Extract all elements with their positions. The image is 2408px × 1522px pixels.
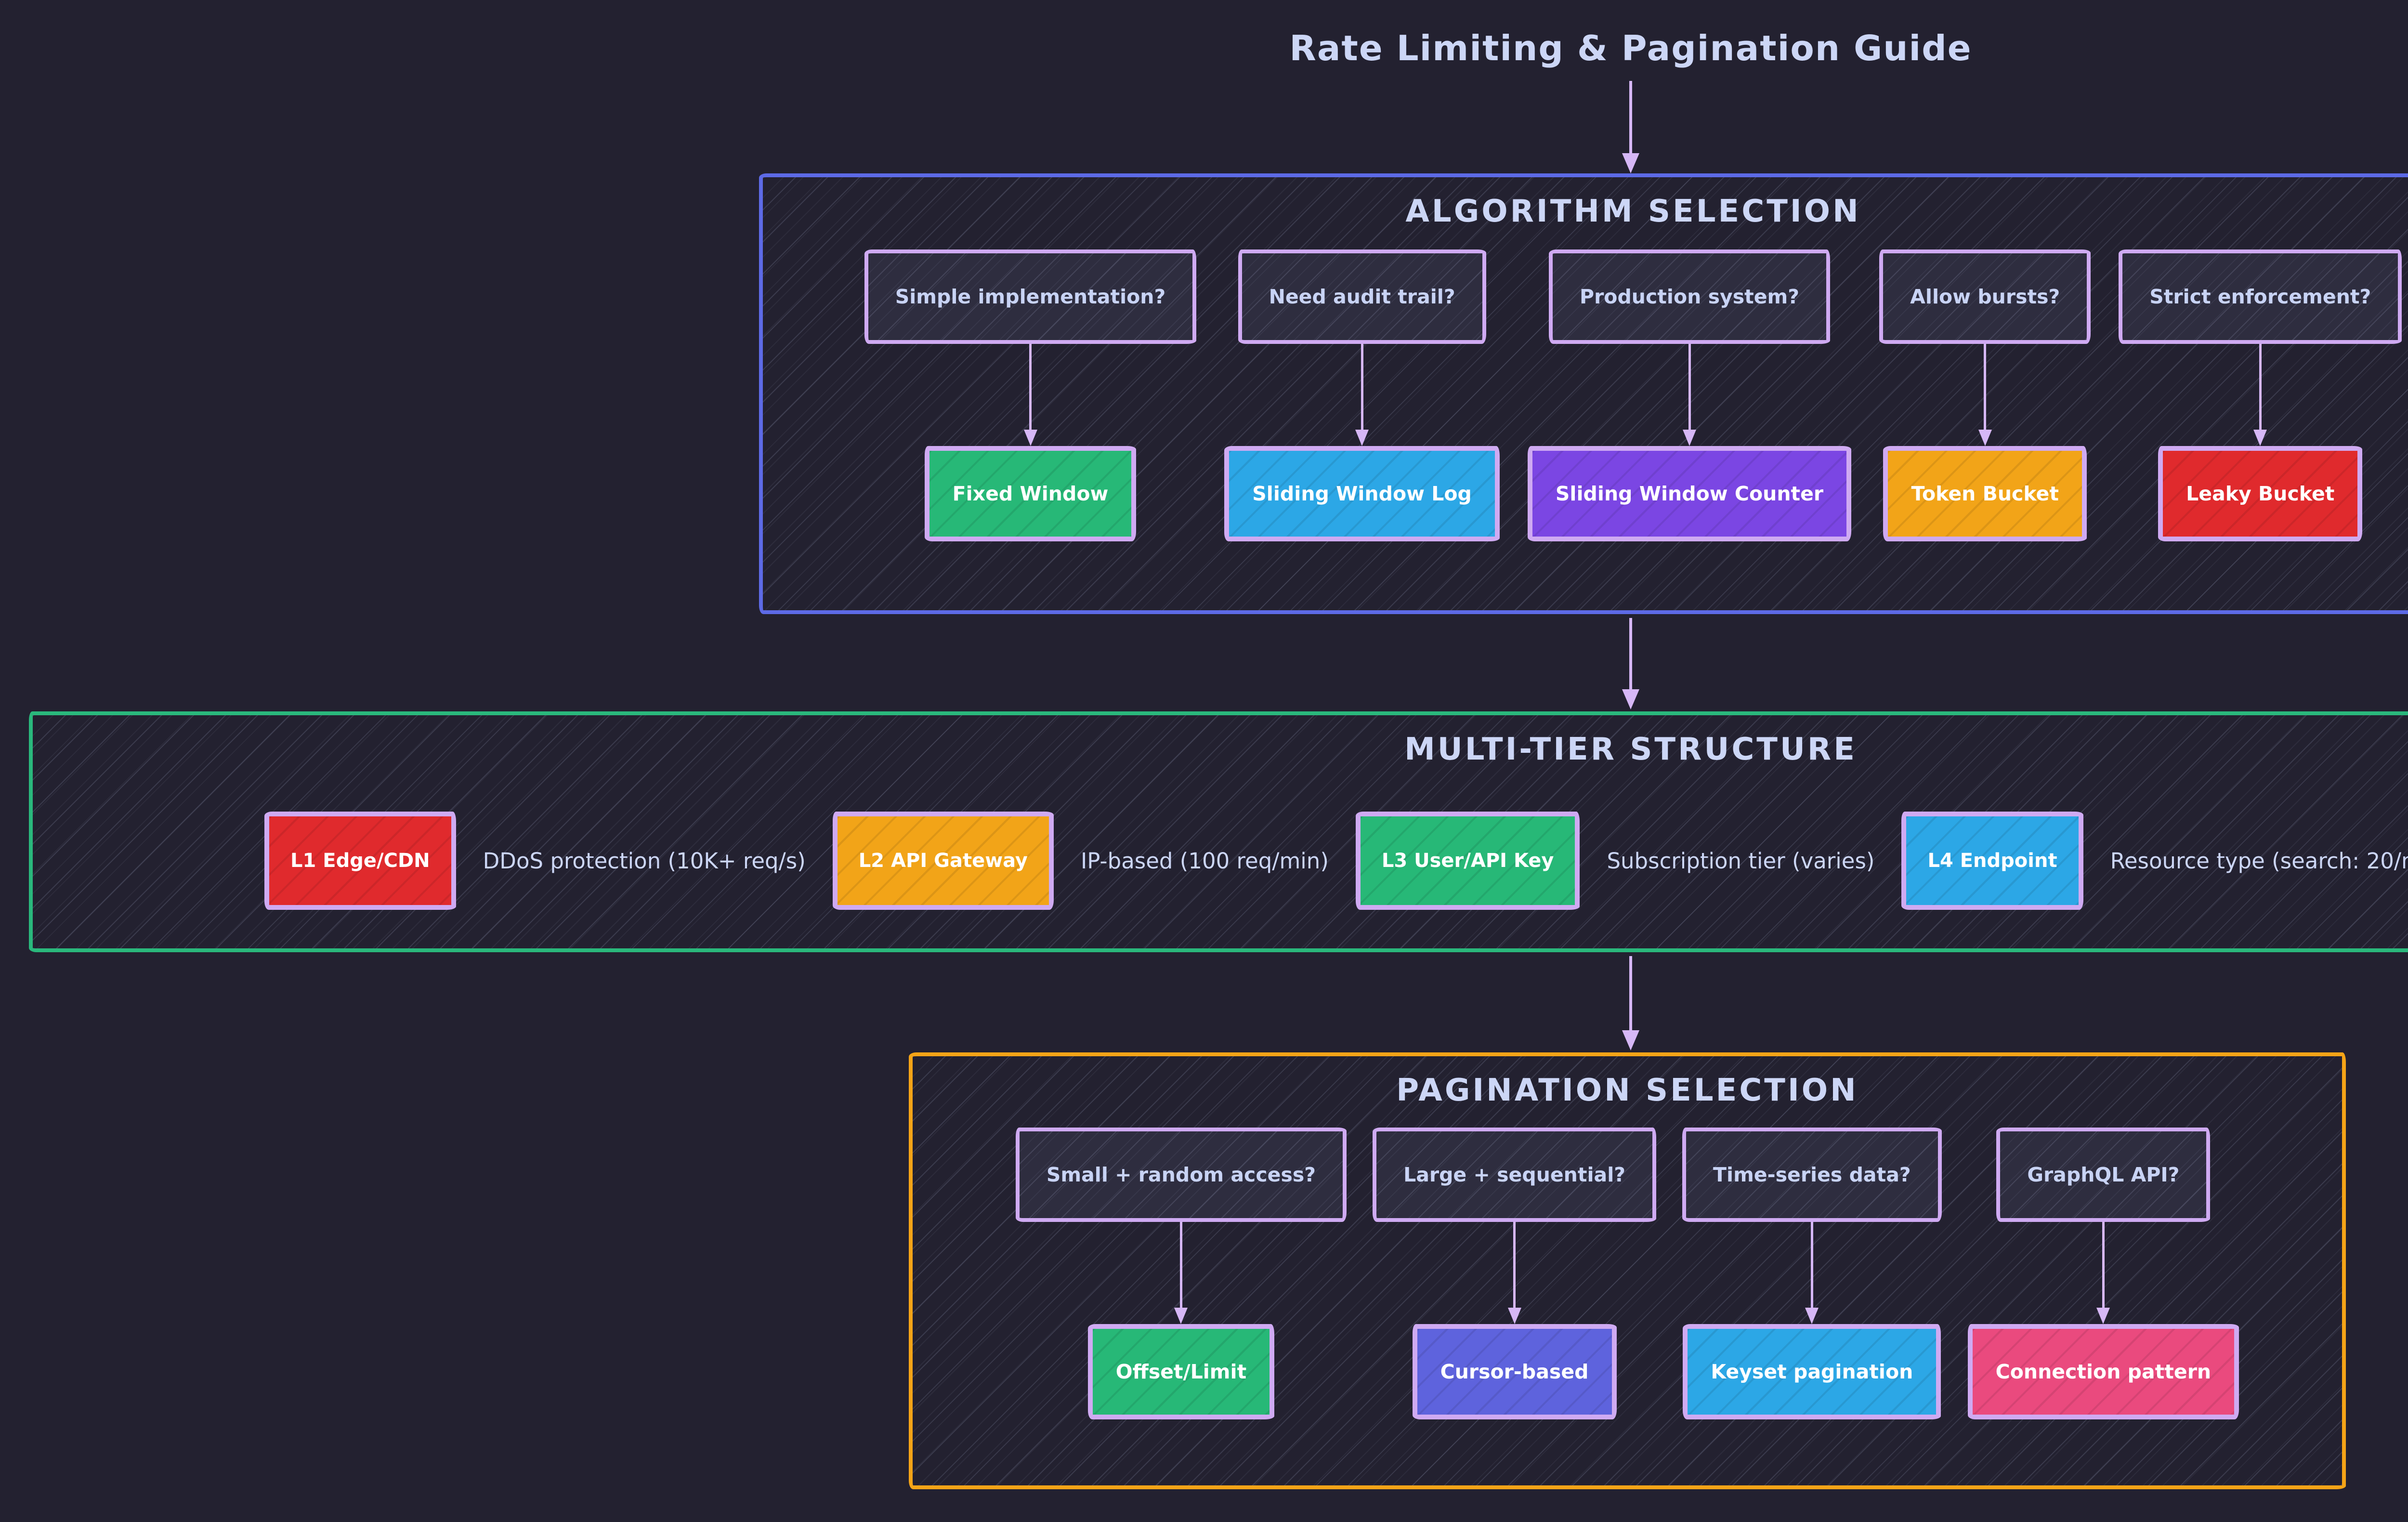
page-title: Rate Limiting & Pagination Guide — [1289, 28, 1972, 68]
arrow-head-icon — [1622, 689, 1639, 709]
arrow-line — [1029, 344, 1032, 430]
pagination-pair: Small + random access? Offset/Limit — [1015, 1128, 1347, 1419]
down-arrow — [1174, 1222, 1188, 1324]
answer-node: Sliding Window Counter — [1527, 446, 1852, 541]
down-arrow — [1622, 81, 1639, 173]
down-arrow — [1805, 1222, 1819, 1324]
pagination-selection-header: PAGINATION SELECTION — [1396, 1073, 1858, 1108]
arrow-line — [1688, 344, 1691, 430]
question-node: Large + sequential? — [1373, 1128, 1657, 1222]
down-arrow — [1355, 344, 1369, 446]
algorithm-pair: Production system? Sliding Window Counte… — [1527, 249, 1852, 541]
answer-node: Connection pattern — [1967, 1324, 2239, 1419]
question-node: Simple implementation? — [864, 249, 1197, 344]
algorithm-selection-box: ALGORITHM SELECTION Simple implementatio… — [759, 173, 2408, 614]
algorithm-pair: Need audit trail? Sliding Window Log — [1224, 249, 1500, 541]
down-arrow — [1978, 344, 1992, 446]
down-arrow — [2253, 344, 2267, 446]
pagination-selection-box: PAGINATION SELECTION Small + random acce… — [909, 1052, 2346, 1489]
question-node: Time-series data? — [1682, 1128, 1942, 1222]
arrow-head-icon — [2253, 430, 2267, 446]
pagination-pair: Large + sequential? Cursor-based — [1373, 1128, 1657, 1419]
arrow-line — [1513, 1222, 1516, 1308]
tier-node: L3 User/API Key — [1355, 812, 1580, 910]
answer-node: Offset/Limit — [1087, 1324, 1275, 1419]
algorithm-pair: Allow bursts? Token Bucket — [1879, 249, 2091, 541]
question-node: Strict enforcement? — [2119, 249, 2402, 344]
question-node: GraphQL API? — [1996, 1128, 2211, 1222]
answer-node: Sliding Window Log — [1224, 446, 1500, 541]
arrow-line — [2259, 344, 2262, 430]
tier-description: DDoS protection (10K+ req/s) — [483, 848, 806, 874]
multi-tier-structure-box: MULTI-TIER STRUCTURE L1 Edge/CDN DDoS pr… — [29, 711, 2408, 952]
down-arrow — [1622, 618, 1639, 709]
arrow-head-icon — [1622, 153, 1639, 173]
arrow-line — [1629, 956, 1632, 1030]
answer-node: Cursor-based — [1412, 1324, 1617, 1419]
question-node: Need audit trail? — [1238, 249, 1486, 344]
arrow-head-icon — [1174, 1308, 1188, 1324]
arrow-line — [1361, 344, 1363, 430]
question-node: Small + random access? — [1015, 1128, 1347, 1222]
arrow-head-icon — [1805, 1308, 1819, 1324]
question-node: Allow bursts? — [1879, 249, 2091, 344]
arrow-line — [1810, 1222, 1813, 1308]
multi-tier-structure-header: MULTI-TIER STRUCTURE — [1404, 732, 1857, 767]
tier-description: IP-based (100 req/min) — [1081, 848, 1329, 874]
tier-node: L1 Edge/CDN — [264, 812, 456, 910]
answer-node: Fixed Window — [924, 446, 1137, 541]
algorithm-selection-header: ALGORITHM SELECTION — [1405, 194, 1861, 229]
down-arrow — [1622, 956, 1639, 1050]
arrow-head-icon — [1978, 430, 1992, 446]
pagination-pair: Time-series data? Keyset pagination — [1682, 1128, 1942, 1419]
question-node: Production system? — [1549, 249, 1831, 344]
arrow-head-icon — [1507, 1308, 1521, 1324]
tier-node: L2 API Gateway — [832, 812, 1054, 910]
answer-node: Keyset pagination — [1683, 1324, 1941, 1419]
algorithm-pair: Simple implementation? Fixed Window — [864, 249, 1197, 541]
arrow-head-icon — [2096, 1308, 2110, 1324]
answer-node: Token Bucket — [1883, 446, 2087, 541]
tier-description: Subscription tier (varies) — [1607, 848, 1875, 874]
answer-node: Leaky Bucket — [2158, 446, 2363, 541]
arrow-head-icon — [1683, 430, 1697, 446]
tier-description: Resource type (search: 20/min) — [2110, 848, 2408, 874]
down-arrow — [1683, 344, 1697, 446]
arrow-head-icon — [1622, 1030, 1639, 1050]
tier-node: L4 Endpoint — [1901, 812, 2083, 910]
arrow-line — [1629, 81, 1632, 153]
arrow-line — [2102, 1222, 2105, 1308]
arrow-line — [1179, 1222, 1182, 1308]
down-arrow — [1023, 344, 1037, 446]
algorithm-pair: Strict enforcement? Leaky Bucket — [2119, 249, 2402, 541]
arrow-head-icon — [1355, 430, 1369, 446]
pagination-pair: GraphQL API? Connection pattern — [1967, 1128, 2239, 1419]
arrow-line — [1984, 344, 1987, 430]
down-arrow — [2096, 1222, 2110, 1324]
down-arrow — [1507, 1222, 1521, 1324]
arrow-head-icon — [1023, 430, 1037, 446]
arrow-line — [1629, 618, 1632, 689]
